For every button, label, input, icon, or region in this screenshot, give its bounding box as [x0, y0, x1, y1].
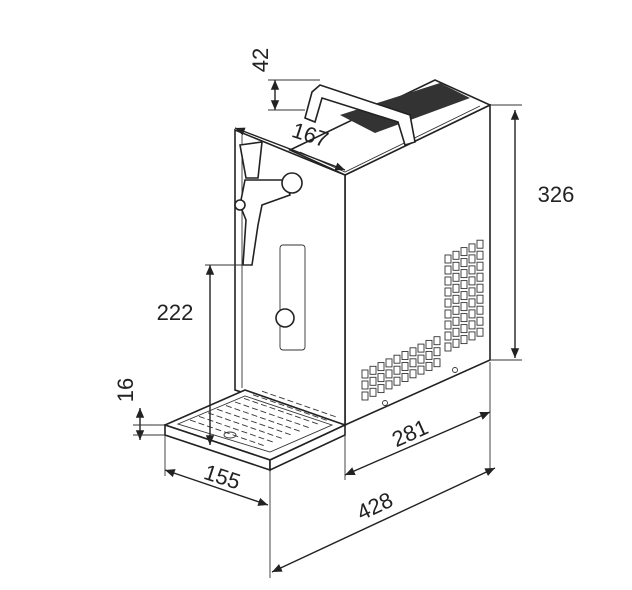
vent-slot — [433, 358, 441, 368]
vent-slot — [417, 354, 425, 364]
vent-slot — [460, 280, 468, 290]
vent-slot — [468, 331, 476, 341]
vent-slot — [452, 305, 460, 315]
vent-slot — [476, 316, 484, 326]
vent-slot — [452, 338, 460, 348]
adjust-knob — [275, 308, 295, 328]
vent-slot — [460, 302, 468, 312]
vent-slot — [361, 369, 369, 379]
vent-slot — [409, 369, 417, 379]
tray-slot — [261, 390, 338, 418]
vent-slot — [444, 298, 452, 308]
dim-tray-width: 155 — [201, 459, 244, 494]
vent-slot — [361, 391, 369, 401]
top-vent — [340, 83, 470, 133]
tray-slot — [216, 408, 293, 436]
tray-slot — [225, 405, 302, 433]
vent-slot — [433, 347, 441, 357]
vent-slot — [377, 373, 385, 383]
vent-slot — [393, 365, 401, 375]
vent-slot — [460, 247, 468, 257]
vent-slot — [452, 272, 460, 282]
tray-slot — [189, 419, 266, 447]
vent-slot — [476, 283, 484, 293]
tray-slot — [234, 401, 311, 429]
vent-slot — [425, 339, 433, 349]
vent-slot — [468, 309, 476, 319]
vent-slot — [444, 331, 452, 341]
vent-slot — [468, 298, 476, 308]
vent-slot — [452, 327, 460, 337]
vent-slot — [425, 350, 433, 360]
vent-slot — [409, 358, 417, 368]
vent-slot — [377, 362, 385, 372]
vent-slot — [401, 362, 409, 371]
tray-slot — [252, 394, 329, 422]
tray-slot — [243, 397, 320, 425]
vent-slot — [476, 239, 484, 249]
carry-handle — [304, 84, 416, 146]
vent-slot — [393, 354, 401, 364]
vent-slot — [468, 265, 476, 275]
vent-slot — [444, 287, 452, 297]
vent-slot — [452, 316, 460, 326]
vent-slot — [476, 272, 484, 282]
dimension-lines — [133, 79, 522, 578]
vent-slot — [460, 291, 468, 301]
vent-slot — [433, 336, 441, 346]
vent-slot — [377, 384, 385, 394]
vent-slot — [369, 365, 377, 375]
dim-total-height: 326 — [538, 182, 575, 207]
dim-tray-height: 16 — [113, 378, 138, 402]
vent-slot — [476, 261, 484, 271]
vent-slot — [409, 347, 417, 357]
tray-slot — [207, 412, 284, 440]
vent-slot — [444, 320, 452, 330]
vent-slot — [385, 380, 393, 390]
vent-slot — [452, 294, 460, 304]
vent-slot — [444, 342, 452, 352]
vent-slot — [369, 376, 377, 386]
vent-slot — [444, 309, 452, 319]
vent-slot — [401, 351, 409, 360]
tap-column — [234, 128, 346, 427]
vent-slot — [460, 313, 468, 323]
vent-slot — [460, 335, 468, 345]
vent-slot — [476, 294, 484, 304]
vent-slot — [425, 361, 433, 371]
vent-slot — [468, 287, 476, 297]
vent-slot — [468, 276, 476, 286]
vent-slot — [444, 254, 452, 264]
vent-slot — [468, 320, 476, 330]
vent-slot — [452, 261, 460, 271]
vent-slot — [444, 276, 452, 286]
dim-handle-height: 42 — [248, 48, 273, 72]
dim-total-depth: 428 — [353, 487, 397, 525]
vent-slot — [452, 250, 460, 260]
vent-slot — [385, 358, 393, 368]
side-vent-grid — [361, 239, 484, 401]
vent-slot — [417, 365, 425, 375]
vent-slot — [468, 254, 476, 264]
vent-slot — [468, 243, 476, 253]
vent-slot — [444, 265, 452, 275]
vent-slot — [460, 324, 468, 334]
vent-slot — [460, 269, 468, 279]
vent-slot — [401, 373, 409, 382]
vent-slot — [452, 283, 460, 293]
vent-slot — [476, 327, 484, 337]
vent-slot — [417, 343, 425, 353]
vent-slot — [393, 376, 401, 386]
vent-slot — [460, 258, 468, 268]
vent-slot — [361, 380, 369, 390]
dim-body-depth: 281 — [388, 414, 432, 452]
vent-slot — [385, 369, 393, 379]
dim-tap-clearance: 222 — [157, 300, 194, 325]
vent-slot — [476, 250, 484, 260]
vent-slot — [476, 305, 484, 315]
vent-slot — [369, 387, 377, 397]
